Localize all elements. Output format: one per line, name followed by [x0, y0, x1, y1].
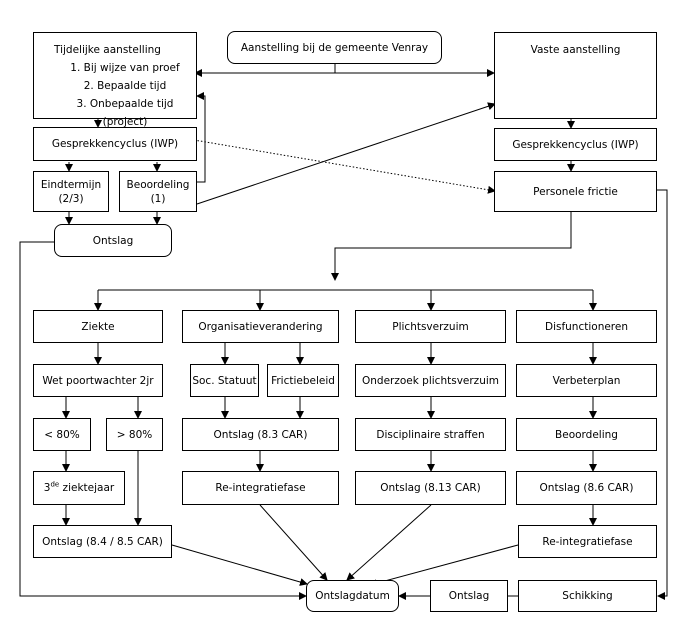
vaste-label: Vaste aanstelling	[530, 44, 621, 56]
ontslagdatum-label: Ontslagdatum	[315, 590, 390, 602]
gesprek-right-label: Gesprekkencyclus (IWP)	[512, 138, 639, 151]
tijdelijke-aanstelling-box: Tijdelijke aanstelling 1. Bij wijze van …	[33, 32, 197, 128]
ontslag-top-box: Ontslag	[54, 224, 172, 257]
ontslag-bottom-label: Ontslag	[448, 590, 490, 602]
beoordeling-low-label: Beoordeling	[555, 428, 618, 441]
disciplinaire-straffen-box: Disciplinaire straffen	[355, 418, 506, 451]
plichtsverzuim-box: Plichtsverzuim	[355, 310, 506, 343]
beoordeling-top-box: Beoordeling (1)	[119, 171, 197, 212]
tijdelijke-title: Tijdelijke aanstelling	[54, 44, 161, 56]
ontslag-top-label: Ontslag	[92, 234, 134, 247]
ontslag-86-box: Ontslag (8.6 CAR)	[516, 471, 657, 505]
ziektejaar-rest: ziektejaar	[59, 482, 115, 494]
beoordeling-top-line1: Beoordeling	[126, 178, 190, 191]
reintegratie-right-box: Re-integratiefase	[518, 525, 657, 558]
tijdelijke-item-3: 3. Onbepaalde tijd (project)	[76, 98, 174, 128]
frictiebeleid-label: Frictiebeleid	[271, 374, 335, 387]
ontslag-83-label: Ontslag (8.3 CAR)	[213, 428, 308, 441]
eindtermijn-line1: Eindtermijn	[40, 178, 102, 191]
verbeterplan-label: Verbeterplan	[552, 374, 621, 387]
ontslag-86-label: Ontslag (8.6 CAR)	[539, 482, 634, 494]
schikking-label: Schikking	[562, 590, 613, 602]
gt80-box: > 80%	[106, 418, 163, 451]
reintegratie-left-box: Re-integratiefase	[182, 471, 339, 505]
disciplinaire-label: Disciplinaire straffen	[376, 428, 485, 441]
disfunctioneren-label: Disfunctioneren	[544, 320, 629, 333]
plichtsverzuim-label: Plichtsverzuim	[392, 320, 469, 333]
beoordeling-low-box: Beoordeling	[516, 418, 657, 451]
ziektejaar-sup: de	[50, 480, 60, 489]
personele-frictie-box: Personele frictie	[494, 171, 657, 212]
vaste-aanstelling-box: Vaste aanstelling	[494, 32, 657, 119]
tijdelijke-list: 1. Bij wijze van proef 2. Bepaalde tijd …	[54, 59, 196, 131]
onderzoek-plichtsverzuim-box: Onderzoek plichtsverzuim	[355, 364, 506, 397]
schikking-box: Schikking	[518, 580, 657, 612]
wet-poortwachter-box: Wet poortwachter 2jr	[33, 364, 163, 397]
disfunctioneren-box: Disfunctioneren	[516, 310, 657, 343]
ziektejaar-label: 3de ziektejaar	[44, 481, 114, 495]
ontslag-83-box: Ontslag (8.3 CAR)	[182, 418, 339, 451]
gesprekkencyclus-left-box: Gesprekkencyclus (IWP)	[33, 127, 197, 161]
ontslag-84-label: Ontslag (8.4 / 8.5 CAR)	[42, 535, 163, 548]
ziekte-box: Ziekte	[33, 310, 163, 343]
ziekte-label: Ziekte	[81, 320, 115, 333]
verbeterplan-box: Verbeterplan	[516, 364, 657, 397]
lt80-box: < 80%	[33, 418, 91, 451]
ontslag-813-label: Ontslag (8.13 CAR)	[380, 482, 481, 494]
aanstelling-label: Aanstelling bij de gemeente Venray	[240, 41, 429, 54]
wet-poortwachter-label: Wet poortwachter 2jr	[42, 374, 154, 387]
eindtermijn-box: Eindtermijn (2/3)	[33, 171, 109, 212]
soc-statuut-label: Soc. Statuut	[192, 374, 257, 387]
lt80-label: < 80%	[44, 428, 80, 441]
beoordeling-top-line2: (1)	[150, 192, 166, 205]
personele-frictie-label: Personele frictie	[533, 185, 618, 198]
ontslagdatum-box: Ontslagdatum	[306, 580, 399, 612]
ontslag-84-box: Ontslag (8.4 / 8.5 CAR)	[33, 525, 172, 558]
frictiebeleid-box: Frictiebeleid	[267, 364, 339, 397]
gt80-label: > 80%	[116, 428, 153, 441]
ziektejaar-prefix: 3	[43, 482, 51, 494]
ziektejaar-box: 3de ziektejaar	[33, 471, 125, 505]
gesprekkencyclus-right-box: Gesprekkencyclus (IWP)	[494, 128, 657, 161]
eindtermijn-line2: (2/3)	[58, 192, 84, 205]
tijdelijke-item-1: 1. Bij wijze van proef	[70, 62, 180, 74]
reintegratie-left-label: Re-integratiefase	[215, 482, 306, 494]
onderzoek-label: Onderzoek plichtsverzuim	[362, 374, 499, 387]
soc-statuut-box: Soc. Statuut	[190, 364, 259, 397]
reintegratie-right-label: Re-integratiefase	[542, 535, 633, 548]
ontslag-bottom-box: Ontslag	[430, 580, 508, 612]
gesprek-left-label: Gesprekkencyclus (IWP)	[51, 138, 179, 150]
aanstelling-box: Aanstelling bij de gemeente Venray	[227, 31, 442, 64]
tijdelijke-item-2: 2. Bepaalde tijd	[83, 80, 167, 92]
organisatie-label: Organisatieverandering	[198, 320, 323, 333]
ontslag-813-box: Ontslag (8.13 CAR)	[355, 471, 506, 505]
organisatieverandering-box: Organisatieverandering	[182, 310, 339, 343]
